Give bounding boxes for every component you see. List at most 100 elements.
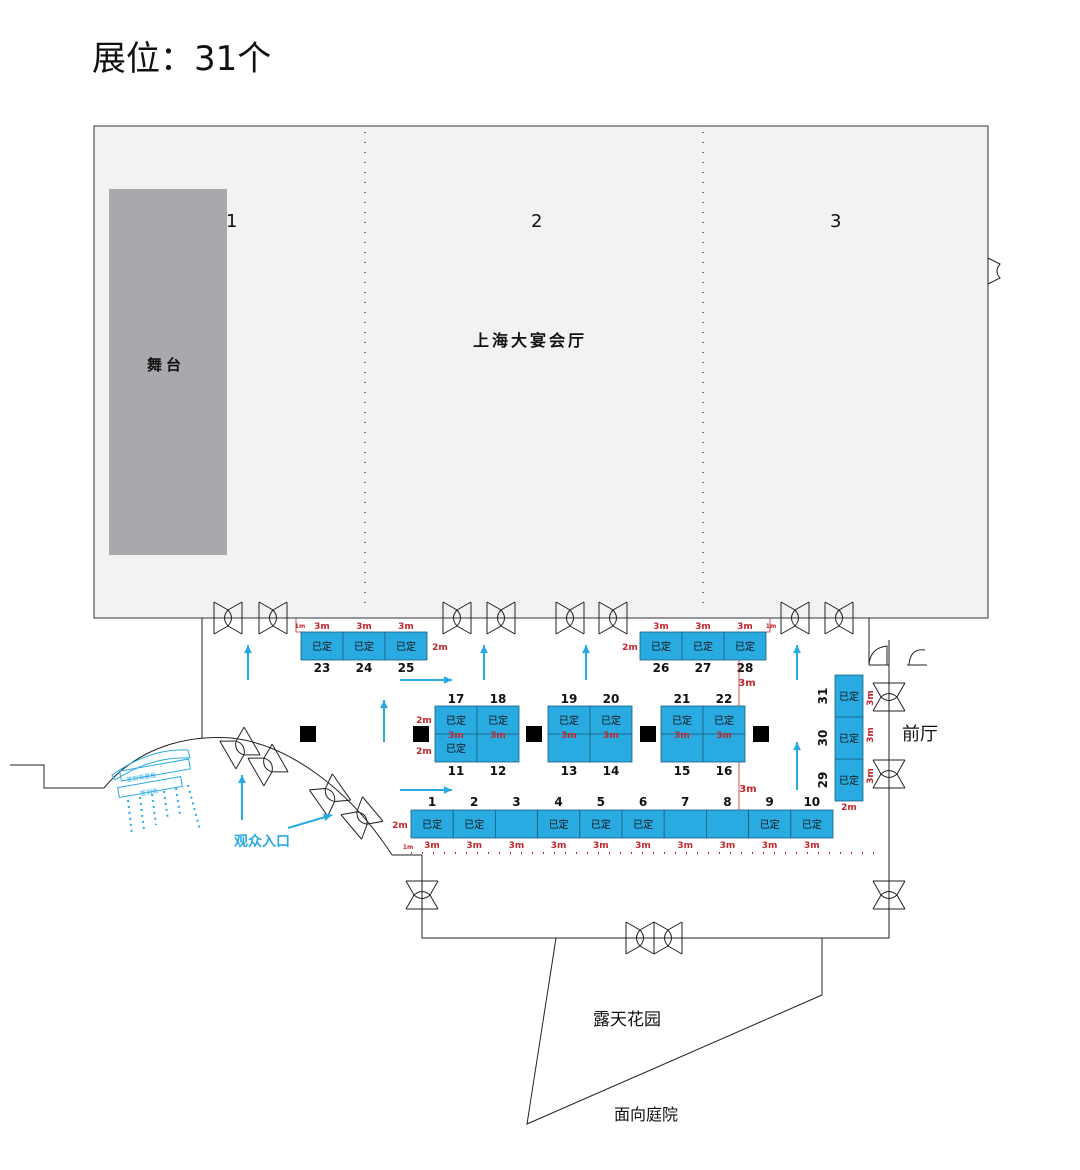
dimension-label: 2m bbox=[622, 643, 638, 653]
booth-number-2: 2 bbox=[470, 795, 478, 809]
dimension-label: 2m bbox=[416, 716, 432, 726]
booth-20[interactable] bbox=[589, 705, 633, 735]
dimension-label: 2m bbox=[432, 643, 448, 653]
arrow-head bbox=[380, 700, 388, 709]
door-icon bbox=[340, 796, 384, 840]
arrow-head bbox=[793, 742, 801, 751]
booth-5[interactable] bbox=[579, 809, 623, 839]
booth-status-26: 已定 bbox=[651, 640, 671, 653]
booth-24[interactable] bbox=[342, 631, 386, 661]
booth-status-24: 已定 bbox=[354, 640, 374, 653]
door-icon bbox=[213, 601, 243, 635]
dimension-label: 3m bbox=[509, 841, 525, 851]
booth-status-6: 已定 bbox=[633, 818, 653, 831]
booth-status-17: 已定 bbox=[446, 714, 466, 727]
booth-number-19: 19 bbox=[561, 692, 578, 706]
booth-number-31: 31 bbox=[816, 688, 830, 705]
booth-25[interactable] bbox=[384, 631, 428, 661]
garden-label: 露天花园 bbox=[593, 1010, 661, 1030]
booth-22[interactable] bbox=[702, 705, 746, 735]
section-label: 3 bbox=[830, 211, 841, 232]
column-pillar bbox=[300, 726, 316, 742]
dimension-label: 1m bbox=[403, 844, 413, 851]
door-icon bbox=[442, 601, 472, 635]
door-icon bbox=[872, 759, 906, 789]
dimension-label: 3m bbox=[466, 841, 482, 851]
booth-status-11: 已定 bbox=[446, 742, 466, 755]
door-icon bbox=[872, 682, 906, 712]
door-icon bbox=[907, 649, 927, 666]
booth-number-12: 12 bbox=[490, 764, 507, 778]
booth-number-13: 13 bbox=[561, 764, 578, 778]
booth-number-30: 30 bbox=[816, 730, 830, 747]
booth-status-20: 已定 bbox=[601, 714, 621, 727]
booth-number-11: 11 bbox=[448, 764, 465, 778]
booth-30[interactable] bbox=[834, 716, 864, 760]
dimension-label: 1m bbox=[766, 623, 776, 630]
section-label: 1 bbox=[226, 211, 237, 232]
dimension-label: 3m bbox=[738, 678, 755, 689]
booth-number-16: 16 bbox=[716, 764, 733, 778]
booth-7[interactable] bbox=[663, 809, 707, 839]
arrow-head bbox=[443, 786, 452, 794]
booth-status-27: 已定 bbox=[693, 640, 713, 653]
door-icon bbox=[653, 921, 683, 955]
dimension-label: 3m bbox=[720, 841, 736, 851]
booth-23[interactable] bbox=[300, 631, 344, 661]
booth-2[interactable] bbox=[452, 809, 496, 839]
booth-status-30: 已定 bbox=[839, 732, 859, 745]
dimension-label: 3m bbox=[716, 731, 732, 741]
door-icon bbox=[987, 257, 1001, 285]
dimension-label: 3m bbox=[739, 784, 756, 795]
booth-17[interactable] bbox=[434, 705, 478, 735]
booth-number-7: 7 bbox=[681, 795, 689, 809]
column-pillar bbox=[413, 726, 429, 742]
booth-status-31: 已定 bbox=[839, 690, 859, 703]
dimension-label: 3m bbox=[314, 622, 330, 632]
booth-28[interactable] bbox=[723, 631, 767, 661]
stage bbox=[109, 189, 227, 555]
foyer-label: 前厅 bbox=[902, 724, 938, 745]
booth-status-25: 已定 bbox=[396, 640, 416, 653]
column-pillar bbox=[753, 726, 769, 742]
booth-13[interactable] bbox=[547, 733, 591, 763]
dimension-label: 2m bbox=[416, 747, 432, 757]
booth-18[interactable] bbox=[476, 705, 520, 735]
dimension-label: 3m bbox=[804, 841, 820, 851]
arrow-head bbox=[323, 813, 332, 822]
booth-10[interactable] bbox=[790, 809, 834, 839]
booth-number-4: 4 bbox=[554, 795, 562, 809]
door-icon bbox=[405, 880, 439, 910]
dimension-label: 3m bbox=[356, 622, 372, 632]
booth-31[interactable] bbox=[834, 674, 864, 718]
booth-number-5: 5 bbox=[597, 795, 605, 809]
booth-number-14: 14 bbox=[603, 764, 620, 778]
arrow-head bbox=[244, 645, 252, 654]
dimension-label: 3m bbox=[677, 841, 693, 851]
arrow-head bbox=[480, 645, 488, 654]
booth-4[interactable] bbox=[537, 809, 581, 839]
boundary-line bbox=[766, 618, 771, 633]
booth-status-2: 已定 bbox=[464, 818, 484, 831]
booth-19[interactable] bbox=[547, 705, 591, 735]
booth-9[interactable] bbox=[748, 809, 792, 839]
booth-27[interactable] bbox=[681, 631, 725, 661]
booth-16[interactable] bbox=[702, 733, 746, 763]
door-icon bbox=[219, 726, 261, 770]
booth-3[interactable] bbox=[494, 809, 538, 839]
booth-14[interactable] bbox=[589, 733, 633, 763]
booth-1[interactable] bbox=[410, 809, 454, 839]
booth-8[interactable] bbox=[706, 809, 750, 839]
booth-6[interactable] bbox=[621, 809, 665, 839]
booth-21[interactable] bbox=[660, 705, 704, 735]
booth-number-17: 17 bbox=[448, 692, 465, 706]
booth-number-10: 10 bbox=[803, 795, 820, 809]
registration-desk-label: 签到处 bbox=[140, 787, 159, 798]
booth-29[interactable] bbox=[834, 758, 864, 802]
dimension-label: 1m bbox=[295, 623, 305, 630]
dimension-label: 2m bbox=[841, 803, 857, 813]
column-pillar bbox=[526, 726, 542, 742]
booth-status-18: 已定 bbox=[488, 714, 508, 727]
